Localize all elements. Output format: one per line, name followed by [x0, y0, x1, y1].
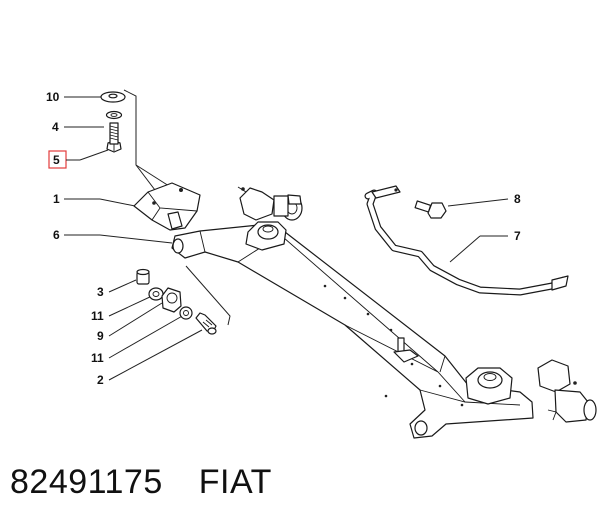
callout-2: 2	[97, 373, 104, 387]
mounting-bracket-1	[133, 182, 201, 231]
callout-10: 10	[46, 90, 60, 104]
hub-left	[237, 186, 303, 221]
spring-seat-right	[465, 367, 513, 405]
bushing-set	[136, 268, 217, 335]
callout-6: 6	[53, 228, 60, 242]
bushing-3	[136, 268, 150, 285]
callout-8: 8	[514, 192, 521, 206]
brand-name: FIAT	[198, 463, 272, 501]
callout-11-lower: 11	[91, 351, 104, 365]
bushing-9	[161, 287, 182, 313]
stabilizer-link	[393, 337, 419, 363]
axle-beam-6	[171, 223, 534, 439]
callout-9: 9	[97, 329, 104, 343]
callout-3: 3	[97, 285, 104, 299]
washer-10	[100, 91, 126, 103]
callout-4: 4	[52, 120, 59, 134]
part-number: 82491175	[10, 463, 163, 501]
bolt-8	[414, 200, 447, 219]
callout-1: 1	[53, 192, 60, 206]
bolt-2	[195, 312, 217, 335]
spring-washer-4	[105, 110, 123, 120]
callout-5: 5	[53, 153, 60, 167]
callout-11-upper: 11	[91, 309, 104, 323]
callout-7: 7	[514, 229, 521, 243]
washer-11-lower	[179, 306, 193, 320]
bolt-5	[106, 122, 122, 153]
washer-11-upper	[148, 287, 164, 301]
spring-seat-left	[245, 221, 287, 251]
part-number-caption: 82491175 FIAT	[10, 463, 272, 502]
hub-right	[537, 359, 597, 423]
stabilizer-bar-7	[364, 185, 569, 296]
